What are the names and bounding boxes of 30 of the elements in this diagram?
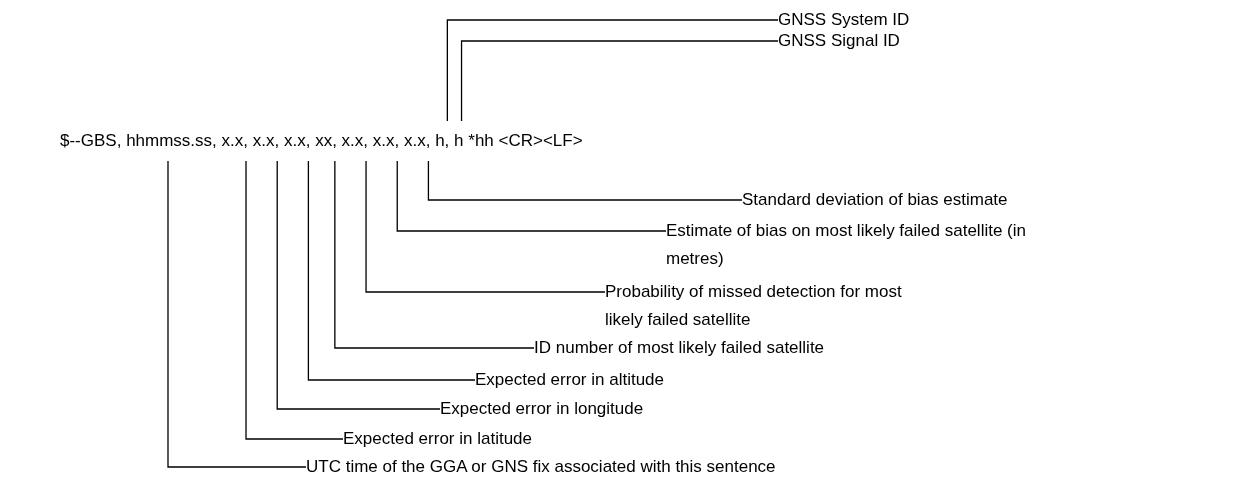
field-description: Expected error in altitude [475,366,664,394]
sentence-prefix: $--GBS, [60,131,122,151]
field-description: ID number of most likely failed satellite [534,334,825,362]
field-description: Expected error in latitude [343,425,532,453]
leader-line [276,160,441,410]
field-description: Expected error in longitude [440,395,644,423]
sentence-field: x.x, [372,121,400,161]
leader-line [396,160,667,232]
leader-line [334,160,535,349]
sentence-field: xx, [315,121,337,161]
leader-line [427,160,743,201]
field-description: Standard deviation of bias estimate [742,186,1008,214]
field-description: Probability of missed detection for most likely failed satellite [605,278,927,334]
leader-line [245,160,344,440]
leader-line [446,19,779,122]
leader-line [307,160,476,381]
sentence-field: x.x, [341,121,369,161]
leader-line [460,40,779,122]
field-description: UTC time of the GGA or GNS fix associated with this sentence [306,453,776,481]
field-description: Estimate of bias on most likely failed satellite (in metres) [666,217,1044,273]
sentence-suffix: *hh <CR><LF> [468,131,583,151]
sentence-field: h [454,121,464,161]
sentence-field: x.x, [403,121,431,161]
sentence-field: x.x, [252,121,280,161]
leader-line [167,160,307,468]
leader-line [365,160,606,293]
sentence-field: h, [435,121,450,161]
sentence-field: hhmmss.ss, [126,121,217,161]
sentence-field: x.x, [221,121,248,161]
sentence-field: x.x, [283,121,311,161]
